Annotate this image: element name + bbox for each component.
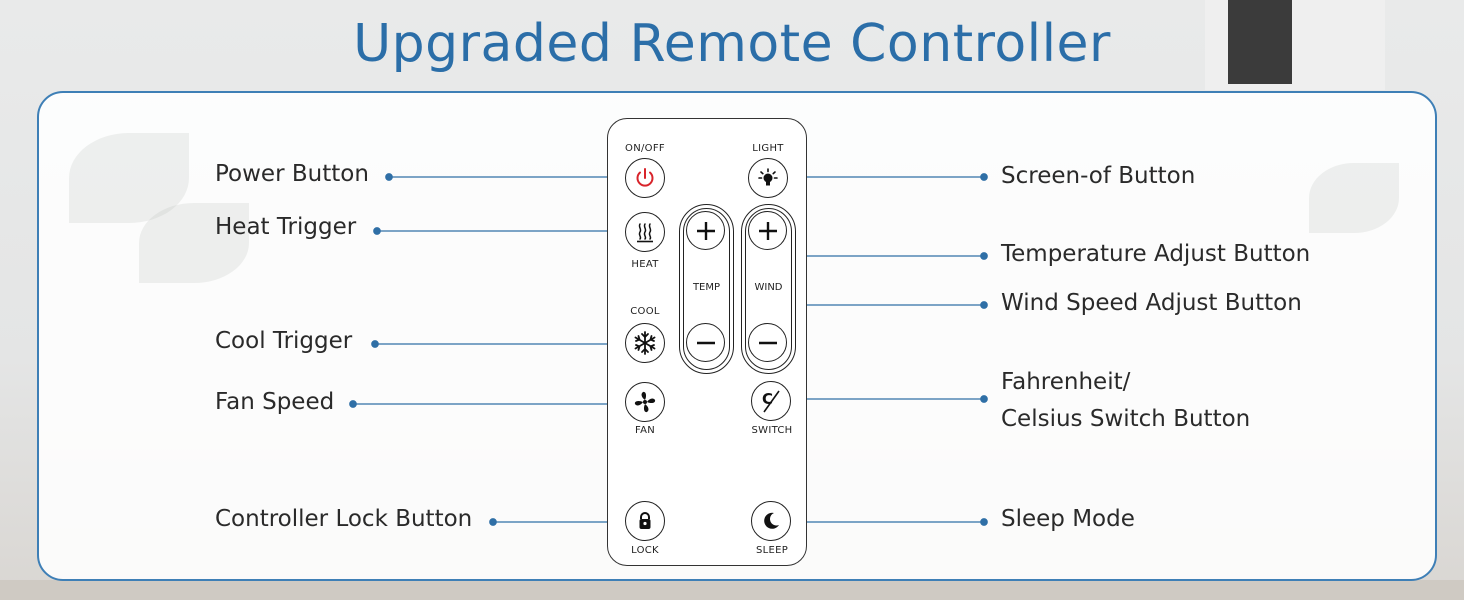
- wind-down-button[interactable]: [748, 323, 787, 362]
- callout-power-button: Power Button: [215, 161, 369, 187]
- callout-heat-trigger: Heat Trigger: [215, 214, 357, 240]
- temperature-adjust-group: TEMP: [679, 204, 734, 374]
- lock-button-label: LOCK: [631, 545, 659, 556]
- callout-switch-line1: Fahrenheit/: [1001, 369, 1131, 395]
- wind-pill-outline: [745, 208, 792, 370]
- cool-button-label: COOL: [630, 306, 660, 317]
- heat-button[interactable]: [625, 212, 665, 252]
- fan-button-label: FAN: [634, 425, 656, 436]
- callout-temperature-adjust: Temperature Adjust Button: [1001, 241, 1311, 267]
- remote-controller: ON/OFF LIGHT: [607, 118, 807, 566]
- lightbulb-icon: [758, 168, 778, 186]
- cool-button[interactable]: [625, 323, 665, 363]
- snowflake-icon: [634, 331, 656, 355]
- background-floor: [0, 580, 1464, 600]
- fan-icon: [634, 391, 656, 413]
- background-dark-panel: [1228, 0, 1292, 84]
- callout-controller-lock: Controller Lock Button: [215, 506, 473, 532]
- plus-icon: [696, 221, 715, 240]
- wind-up-button[interactable]: [748, 211, 787, 250]
- switch-button-label: SWITCH: [751, 425, 793, 436]
- plant-leaf-decoration: [1309, 163, 1399, 233]
- switch-button[interactable]: C: [751, 381, 791, 421]
- fan-button[interactable]: [625, 382, 665, 422]
- heat-waves-icon: [637, 223, 653, 243]
- lock-button[interactable]: [625, 501, 665, 541]
- temperature-up-button[interactable]: [686, 211, 725, 250]
- plant-leaf-decoration: [69, 133, 189, 223]
- wind-label: WIND: [754, 282, 783, 293]
- minus-icon: [758, 341, 777, 344]
- moon-icon: [764, 512, 779, 529]
- callout-switch-line2: Celsius Switch Button: [1001, 406, 1251, 432]
- power-button-label: ON/OFF: [625, 143, 665, 154]
- callout-wind-speed-adjust: Wind Speed Adjust Button: [1001, 290, 1302, 316]
- temperature-down-button[interactable]: [686, 323, 725, 362]
- light-button[interactable]: [748, 158, 788, 198]
- callout-sleep-mode: Sleep Mode: [1001, 506, 1135, 532]
- heat-button-label: HEAT: [631, 259, 659, 270]
- light-button-label: LIGHT: [752, 143, 784, 154]
- wind-speed-adjust-group: WIND: [741, 204, 796, 374]
- page-title: Upgraded Remote Controller: [353, 14, 1111, 74]
- celsius-glyph: C: [762, 390, 773, 408]
- callout-screen-off-button: Screen-of Button: [1001, 163, 1196, 189]
- plant-leaf-decoration: [139, 203, 249, 283]
- sleep-button-label: SLEEP: [755, 545, 789, 556]
- power-button[interactable]: [625, 158, 665, 198]
- minus-icon: [696, 341, 715, 344]
- lock-icon: [639, 512, 651, 529]
- sleep-button[interactable]: [751, 501, 791, 541]
- callout-fan-speed: Fan Speed: [215, 389, 335, 415]
- celsius-fahrenheit-icon: C: [762, 390, 780, 413]
- power-icon: [636, 168, 654, 187]
- temperature-pill-outline: [683, 208, 730, 370]
- callout-cool-trigger: Cool Trigger: [215, 328, 353, 354]
- plus-icon: [758, 221, 777, 240]
- temp-label: TEMP: [692, 282, 721, 293]
